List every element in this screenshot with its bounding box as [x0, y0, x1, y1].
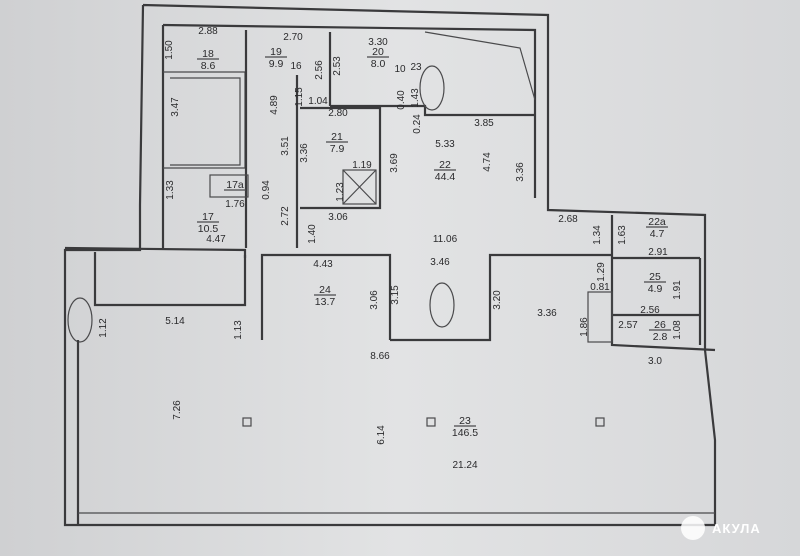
dimension-label: 8.66	[370, 351, 390, 362]
dimension-label: 0.94	[261, 180, 272, 200]
dimension-label: 2.68	[558, 214, 578, 225]
dimension-label: 1.15	[294, 87, 305, 107]
room-number: 25	[649, 271, 661, 283]
room-area: 44.4	[435, 171, 456, 183]
room-number: 22	[439, 159, 451, 171]
room-number: 18	[202, 48, 214, 60]
room-number: 22a	[648, 216, 666, 228]
dimension-label: 1.63	[617, 225, 628, 245]
room-number: 26	[654, 319, 666, 331]
dimension-label: 16	[290, 61, 302, 72]
dimension-label: 4.89	[269, 95, 280, 115]
room-number: 17	[202, 211, 214, 223]
dimension-label: 1.40	[307, 224, 318, 244]
dimension-label: 1.50	[164, 40, 175, 60]
watermark-text: АКУЛА	[712, 521, 761, 536]
room-area: 2.8	[653, 331, 668, 343]
room-number: 20	[372, 46, 384, 58]
dimension-label: 3.46	[430, 257, 450, 268]
walls	[63, 3, 717, 527]
dimension-label: 1.29	[596, 262, 607, 282]
dimension-label: 1.76	[225, 199, 245, 210]
dimension-label: 3.20	[492, 290, 503, 310]
dimension-label: 10	[394, 64, 406, 75]
dimension-label: 2.70	[283, 32, 303, 43]
dimension-label: 2.56	[640, 305, 660, 316]
dimension-label: 2.53	[332, 56, 343, 76]
dimension-label: 5.14	[165, 316, 185, 327]
dimension-label: 2.56	[314, 60, 325, 80]
dimension-label: 1.04	[308, 96, 328, 107]
room-number: 24	[319, 284, 331, 296]
dimension-label: 4.74	[482, 152, 493, 172]
room-area: 7.9	[330, 143, 345, 155]
dimension-label: 1.08	[672, 320, 683, 340]
dimension-label: 1.19	[352, 160, 372, 171]
dimension-label: 1.13	[233, 320, 244, 340]
dimension-label: 3.30	[368, 37, 388, 48]
room-area: 146.5	[452, 427, 478, 439]
room-area: 9.9	[269, 58, 284, 70]
dimension-label: 2.88	[198, 26, 218, 37]
dimension-label: 1.43	[410, 88, 421, 108]
dimension-label: 2.91	[648, 247, 668, 258]
dimension-label: 3.15	[390, 285, 401, 305]
dimension-label: 2.72	[280, 206, 291, 226]
dimension-label: 21.24	[452, 460, 477, 471]
room-area: 13.7	[315, 296, 336, 308]
watermark: АКУЛА	[681, 516, 761, 540]
dimension-label: 1.91	[672, 280, 683, 300]
logo-icon	[681, 516, 705, 540]
dimension-label: 1.86	[579, 317, 590, 337]
dimension-label: 3.06	[328, 212, 348, 223]
labels: 188.6199.9208.0217.92244.417a1710.522a4.…	[98, 26, 683, 471]
dimension-label: 1.34	[592, 225, 603, 245]
dimension-label: 11.06	[433, 234, 458, 245]
room-number: 23	[459, 415, 471, 427]
dimension-label: 5.33	[435, 139, 455, 150]
dimension-label: 2.57	[618, 320, 638, 331]
dimension-label: 3.69	[389, 153, 400, 173]
dimension-label: 4.47	[206, 234, 226, 245]
dimension-label: 1.33	[165, 180, 176, 200]
dimension-label: 3.06	[369, 290, 380, 310]
dimension-label: 3.51	[280, 136, 291, 156]
dimension-label: 0.24	[412, 114, 423, 134]
dimension-label: 2.80	[328, 108, 348, 119]
dimension-label: 3.36	[537, 308, 557, 319]
room-area: 4.7	[650, 228, 665, 240]
room-area: 8.6	[201, 60, 216, 72]
dimension-label: 0.81	[590, 282, 610, 293]
room-area: 4.9	[648, 283, 663, 295]
dimension-label: 4.43	[313, 259, 333, 270]
dimension-label: 23	[410, 62, 422, 73]
dimension-label: 1.23	[335, 182, 346, 202]
dimension-label: 3.0	[648, 356, 662, 367]
dimension-label: 3.36	[299, 143, 310, 163]
dimension-label: 7.26	[172, 400, 183, 420]
dimension-label: 3.36	[515, 162, 526, 182]
room-number: 17a	[226, 179, 244, 191]
dimension-label: 0.40	[396, 90, 407, 110]
room-area: 8.0	[371, 58, 386, 70]
room-number: 19	[270, 46, 282, 58]
room-area: 10.5	[198, 223, 219, 235]
dimension-label: 3.47	[170, 97, 181, 117]
dimension-label: 3.85	[474, 118, 494, 129]
room-number: 21	[331, 131, 343, 143]
dimension-label: 6.14	[376, 425, 387, 445]
dimension-label: 1.12	[98, 318, 109, 338]
